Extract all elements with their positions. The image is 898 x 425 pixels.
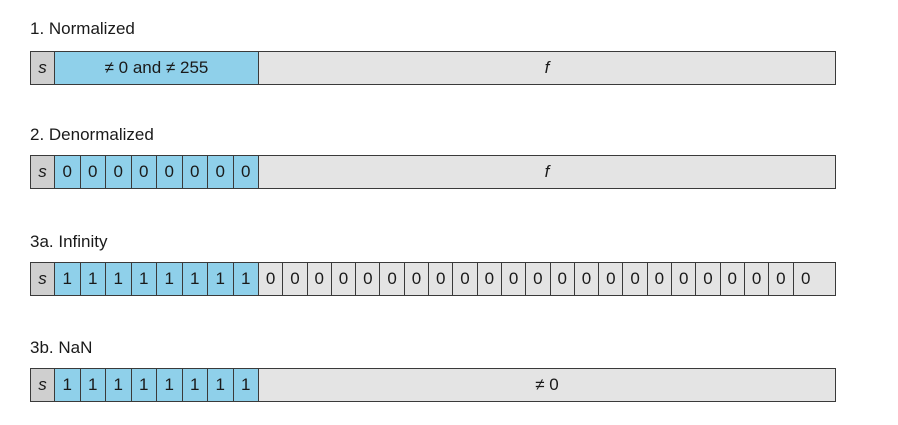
exponent-bit: 0 — [55, 156, 81, 188]
exponent-bit: 1 — [182, 263, 208, 295]
exponent-bit: 1 — [131, 369, 157, 401]
fraction-bit: 0 — [623, 263, 648, 295]
fraction-bit: 0 — [744, 263, 770, 295]
exponent-bit: 1 — [80, 369, 106, 401]
normalized-title: 1. Normalized — [30, 19, 135, 38]
exponent-bit: 1 — [106, 369, 132, 401]
exponent-bit: 1 — [233, 263, 259, 295]
exponent-bit: 1 — [55, 263, 81, 295]
fraction-bit: 0 — [380, 263, 405, 295]
fraction-bit: 0 — [404, 263, 430, 295]
fraction-bit: 0 — [307, 263, 332, 295]
fraction-field: f — [259, 52, 835, 84]
fraction-bit: 0 — [574, 263, 600, 295]
exponent-bit: 1 — [157, 263, 183, 295]
exponent-bit: 0 — [157, 156, 183, 188]
exponent-bit: 0 — [106, 156, 132, 188]
fraction-bit: 0 — [599, 263, 624, 295]
exponent-bit: 0 — [131, 156, 157, 188]
exponent-bit: 0 — [208, 156, 234, 188]
fraction-field: ≠ 0 — [259, 369, 835, 401]
exponent-field: ≠ 0 and ≠ 255 — [55, 52, 259, 84]
exponent-bit: 1 — [233, 369, 259, 401]
exponent-bit: 1 — [208, 263, 234, 295]
fraction-bit: 0 — [259, 263, 284, 295]
exponent-bit: 0 — [80, 156, 106, 188]
fraction-bit: 0 — [429, 263, 454, 295]
sign-bit: s — [31, 52, 55, 84]
fraction-bit: 0 — [283, 263, 308, 295]
exponent-bit: 1 — [208, 369, 234, 401]
fraction-bit: 0 — [550, 263, 575, 295]
denormalized-title: 2. Denormalized — [30, 125, 154, 144]
exponent-bit: 0 — [182, 156, 208, 188]
fraction-field: f — [259, 156, 835, 188]
fraction-bit: 0 — [672, 263, 697, 295]
exponent-bit: 1 — [106, 263, 132, 295]
nan-title: 3b. NaN — [30, 338, 93, 357]
exponent-bit: 1 — [131, 263, 157, 295]
normalized-bit-layout: s ≠ 0 and ≠ 255 f — [30, 51, 836, 85]
fraction-bit: 0 — [501, 263, 527, 295]
sign-bit: s — [31, 369, 55, 401]
exponent-bit: 1 — [55, 369, 81, 401]
fraction-bit: 0 — [356, 263, 381, 295]
fraction-bit: 0 — [526, 263, 551, 295]
exponent-bit: 1 — [182, 369, 208, 401]
fraction-bit: 0 — [769, 263, 794, 295]
exponent-bit: 0 — [233, 156, 259, 188]
fraction-bit: 0 — [647, 263, 673, 295]
infinity-title: 3a. Infinity — [30, 232, 108, 251]
exponent-bit: 1 — [157, 369, 183, 401]
fraction-bit: 0 — [477, 263, 502, 295]
fraction-bit: 0 — [793, 263, 818, 295]
exponent-bit: 1 — [80, 263, 106, 295]
sign-bit: s — [31, 263, 55, 295]
fraction-bit: 0 — [696, 263, 721, 295]
sign-bit: s — [31, 156, 55, 188]
fraction-bit: 0 — [720, 263, 745, 295]
fraction-bit: 0 — [453, 263, 478, 295]
fraction-bit: 0 — [331, 263, 357, 295]
